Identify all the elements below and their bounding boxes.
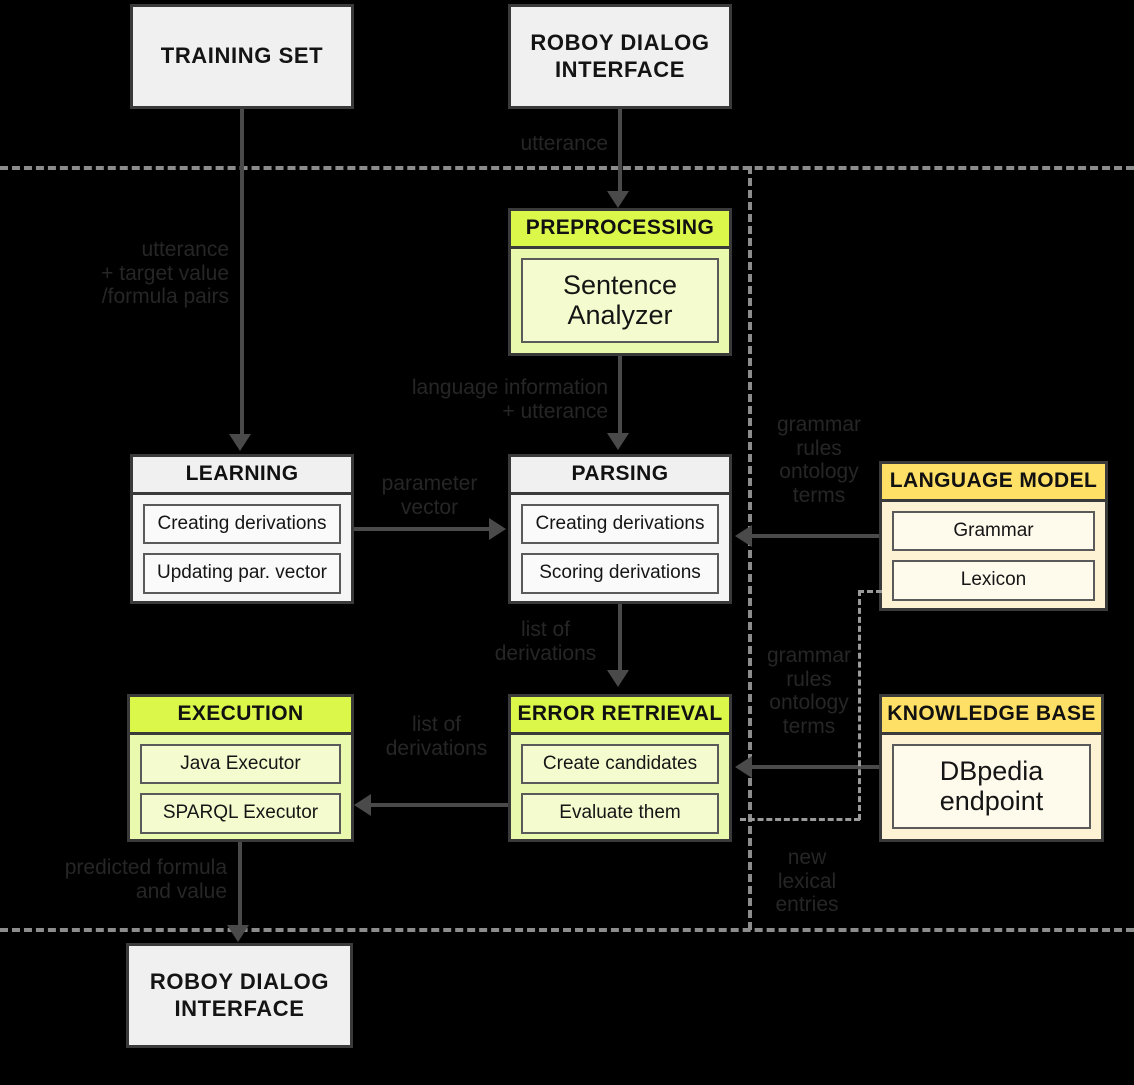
arrowhead-knowledge-base-to-error-retrieval [735, 756, 752, 778]
execution-header: EXECUTION [130, 697, 351, 736]
parsing-body: Creating derivations Scoring derivations [511, 495, 729, 601]
arrowhead-parsing-to-error-retrieval [607, 670, 629, 687]
execution-body: Java Executor SPARQL Executor [130, 735, 351, 839]
edge-label-training-to-learning: utterance + target value /formula pairs [101, 238, 229, 309]
parsing-item-scoring-derivations[interactable]: Scoring derivations [521, 553, 719, 594]
arrowhead-preprocessing-to-parsing [607, 433, 629, 450]
knowledge-base-header: KNOWLEDGE BASE [882, 697, 1101, 736]
preprocessing-body: Sentence Analyzer [511, 249, 729, 353]
endpoint-training-set[interactable]: TRAINING SET [130, 4, 354, 109]
edge-label-parsing-to-error-retrieval: list of derivations [494, 618, 597, 665]
learning-item-updating-par-vector[interactable]: Updating par. vector [143, 553, 341, 594]
edge-label-error-retrieval-to-lexicon: new lexical entries [775, 846, 839, 917]
edge-label-execution-to-roboy: predicted formula and value [64, 856, 227, 903]
learning-header: LEARNING [133, 457, 351, 496]
edge-label-knowledge-base-to-error-retrieval: grammar rules ontology terms [766, 644, 851, 738]
system-boundary-top [0, 166, 1134, 170]
execution-item-java-executor[interactable]: Java Executor [140, 744, 341, 785]
language-model-item-lexicon[interactable]: Lexicon [892, 560, 1095, 601]
module-learning[interactable]: LEARNING Creating derivations Updating p… [130, 454, 354, 604]
arrowhead-roboy-to-preprocessing [607, 191, 629, 208]
connector-knowledge-base-to-error-retrieval [752, 765, 879, 769]
knowledge-base-item-dbpedia-endpoint[interactable]: DBpedia endpoint [892, 744, 1091, 829]
error-retrieval-item-evaluate-them[interactable]: Evaluate them [521, 793, 719, 834]
training-set-label: TRAINING SET [160, 43, 324, 69]
preprocessing-item-sentence-analyzer[interactable]: Sentence Analyzer [521, 258, 719, 343]
language-model-item-grammar[interactable]: Grammar [892, 511, 1095, 552]
roboy-dialog-bottom-label: ROBOY DIALOG INTERFACE [149, 969, 330, 1021]
error-retrieval-item-create-candidates[interactable]: Create candidates [521, 744, 719, 785]
system-boundary-right-inner [748, 166, 752, 930]
connector-training-to-learning [240, 109, 244, 434]
feedback-line-error-to-lexicon-bottom [740, 818, 860, 821]
execution-item-sparql-executor[interactable]: SPARQL Executor [140, 793, 341, 834]
arrowhead-learning-to-parsing [489, 518, 506, 540]
knowledge-base-body: DBpedia endpoint [882, 735, 1101, 839]
parsing-header: PARSING [511, 457, 729, 496]
error-retrieval-header: ERROR RETRIEVAL [511, 697, 729, 736]
connector-learning-to-parsing [354, 527, 489, 531]
parsing-item-creating-derivations[interactable]: Creating derivations [521, 504, 719, 545]
arrowhead-language-model-to-parsing [735, 525, 752, 547]
edge-label-utterance-top: utterance [520, 132, 608, 155]
module-preprocessing[interactable]: PREPROCESSING Sentence Analyzer [508, 208, 732, 356]
edge-label-preprocessing-to-parsing: language information + utterance [411, 376, 608, 423]
learning-item-creating-derivations[interactable]: Creating derivations [143, 504, 341, 545]
connector-language-model-to-parsing [752, 534, 879, 538]
module-execution[interactable]: EXECUTION Java Executor SPARQL Executor [127, 694, 354, 842]
feedback-line-error-to-lexicon-vertical [858, 590, 861, 820]
module-error-retrieval[interactable]: ERROR RETRIEVAL Create candidates Evalua… [508, 694, 732, 842]
edge-label-language-model-to-parsing: grammar rules ontology terms [776, 413, 861, 507]
roboy-dialog-top-label: ROBOY DIALOG INTERFACE [530, 30, 710, 82]
arrowhead-training-to-learning [229, 434, 251, 451]
arrowhead-execution-to-roboy [227, 925, 249, 942]
language-model-header: LANGUAGE MODEL [882, 464, 1105, 503]
endpoint-roboy-dialog-interface-bottom[interactable]: ROBOY DIALOG INTERFACE [126, 943, 353, 1048]
connector-execution-to-roboy [238, 842, 242, 928]
error-retrieval-body: Create candidates Evaluate them [511, 735, 729, 839]
module-language-model[interactable]: LANGUAGE MODEL Grammar Lexicon [879, 461, 1108, 611]
learning-body: Creating derivations Updating par. vecto… [133, 495, 351, 601]
connector-preprocessing-to-parsing [618, 356, 622, 433]
module-parsing[interactable]: PARSING Creating derivations Scoring der… [508, 454, 732, 604]
endpoint-roboy-dialog-interface-top[interactable]: ROBOY DIALOG INTERFACE [508, 4, 732, 109]
edge-label-learning-to-parsing: parameter vector [381, 472, 478, 519]
module-knowledge-base[interactable]: KNOWLEDGE BASE DBpedia endpoint [879, 694, 1104, 842]
connector-parsing-to-error-retrieval [618, 604, 622, 670]
system-boundary-bottom [0, 928, 1134, 932]
feedback-line-error-to-lexicon-top [858, 590, 882, 593]
connector-error-retrieval-to-execution [371, 803, 508, 807]
edge-label-error-retrieval-to-execution: list of derivations [385, 713, 488, 760]
connector-roboy-to-preprocessing [618, 109, 622, 193]
language-model-body: Grammar Lexicon [882, 502, 1105, 608]
arrowhead-error-retrieval-to-execution [354, 794, 371, 816]
preprocessing-header: PREPROCESSING [511, 211, 729, 250]
